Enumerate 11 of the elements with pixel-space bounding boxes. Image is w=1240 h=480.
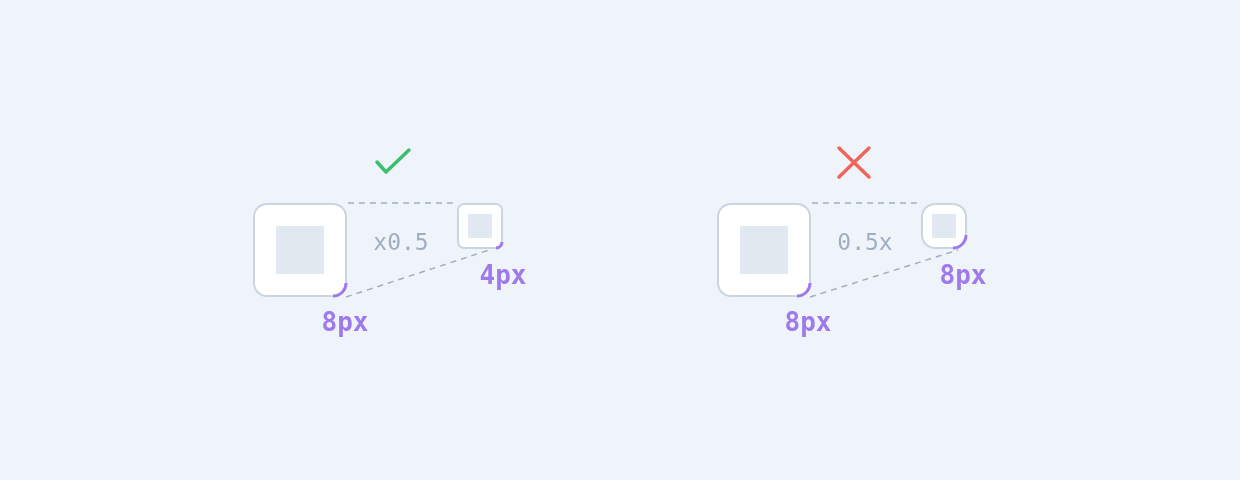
radius-value-label: 8px <box>784 309 832 335</box>
radius-value-label: 8px <box>321 309 369 335</box>
scale-factor-label: 0.5x <box>837 230 893 254</box>
rounded-square <box>253 203 347 297</box>
scale-factor-label: x0.5 <box>373 230 429 254</box>
dashed-projection-line <box>345 249 490 298</box>
rounded-square <box>717 203 811 297</box>
rounded-square <box>457 203 503 249</box>
radius-value-label: 4px <box>479 262 527 288</box>
dashed-projection-line <box>809 249 959 298</box>
radius-value-label: 8px <box>939 262 987 288</box>
